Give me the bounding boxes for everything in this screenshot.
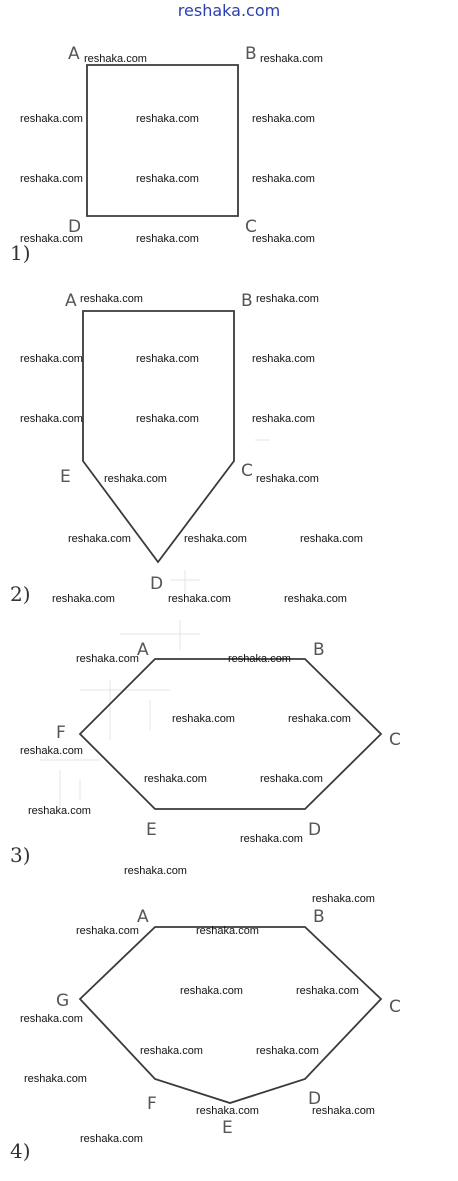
watermark: reshaka.com [252,173,315,185]
watermark: reshaka.com [168,593,231,605]
vertex-label: A [68,44,80,64]
vertex-label: E [60,467,71,487]
watermark: reshaka.com [20,173,83,185]
watermark: reshaka.com [180,985,243,997]
vertex-label: E [222,1118,233,1138]
vertex-label: A [137,640,149,660]
watermark: reshaka.com [256,293,319,305]
figure-number: 2) [10,582,31,606]
vertex-label: D [150,574,163,594]
vertex-label: E [146,820,157,840]
vertex-label: F [147,1094,157,1114]
watermark: reshaka.com [260,773,323,785]
watermark: reshaka.com [260,53,323,65]
vertex-label: F [56,723,66,743]
watermark: reshaka.com [196,1105,259,1117]
site-title[interactable]: reshaka.com [177,1,281,20]
watermark: reshaka.com [252,113,315,125]
watermark: reshaka.com [20,233,83,245]
vertex-label: C [241,461,253,481]
figure-1-polygon [86,64,239,217]
watermark: reshaka.com [140,1045,203,1057]
vertex-label: C [389,997,401,1017]
vertex-label: A [137,907,149,927]
watermark: reshaka.com [172,713,235,725]
watermark: reshaka.com [76,653,139,665]
watermark: reshaka.com [196,925,259,937]
watermark: reshaka.com [136,353,199,365]
watermark: reshaka.com [252,353,315,365]
figure-4-polygon [78,926,383,1104]
watermark: reshaka.com [20,353,83,365]
watermark: reshaka.com [240,833,303,845]
watermark: reshaka.com [24,1073,87,1085]
vertex-label: D [308,820,321,840]
watermark: reshaka.com [288,713,351,725]
watermark: reshaka.com [252,233,315,245]
watermark: reshaka.com [136,413,199,425]
figure-3-polygon [78,658,383,810]
watermark: reshaka.com [228,653,291,665]
watermark: reshaka.com [80,1133,143,1145]
watermark-layer: reshaka.com reshaka.com reshaka.com resh… [20,53,375,1145]
vertex-label: B [313,907,325,927]
figure-2-polygon [82,310,235,564]
figure-number: 4) [10,1139,31,1163]
watermark: reshaka.com [84,53,147,65]
watermark: reshaka.com [284,593,347,605]
vertex-label: D [68,217,81,237]
watermark: reshaka.com [296,985,359,997]
watermark: reshaka.com [312,1105,375,1117]
watermark: reshaka.com [252,413,315,425]
figure-1: A B C D 1) [10,44,257,265]
watermark: reshaka.com [144,773,207,785]
watermark: reshaka.com [20,745,83,757]
watermark: reshaka.com [52,593,115,605]
figure-3: A B C D E F 3) [10,640,401,867]
watermark: reshaka.com [136,233,199,245]
watermark: reshaka.com [68,533,131,545]
watermark: reshaka.com [136,173,199,185]
watermark: reshaka.com [312,893,375,905]
watermark: reshaka.com [300,533,363,545]
vertex-label: A [65,291,77,311]
watermark: reshaka.com [76,925,139,937]
watermark: reshaka.com [28,805,91,817]
watermark: reshaka.com [80,293,143,305]
figure-4: A B C D E F G 4) [10,907,401,1163]
vertex-label: G [56,991,69,1011]
vertex-label: B [241,291,253,311]
vertex-label: C [245,217,257,237]
watermark: reshaka.com [20,1013,83,1025]
watermark: reshaka.com [184,533,247,545]
watermark: reshaka.com [124,865,187,877]
watermark: reshaka.com [20,413,83,425]
vertex-label: D [308,1089,321,1109]
vertex-label: B [245,44,257,64]
watermark: reshaka.com [136,113,199,125]
vertex-label: B [313,640,325,660]
watermark: reshaka.com [104,473,167,485]
figure-number: 1) [10,241,31,265]
watermark: reshaka.com [256,1045,319,1057]
watermark: reshaka.com [20,113,83,125]
figure-2: A B C D E 2) [10,291,253,606]
vertex-label: C [389,730,401,750]
figure-number: 3) [10,843,31,867]
watermark: reshaka.com [256,473,319,485]
